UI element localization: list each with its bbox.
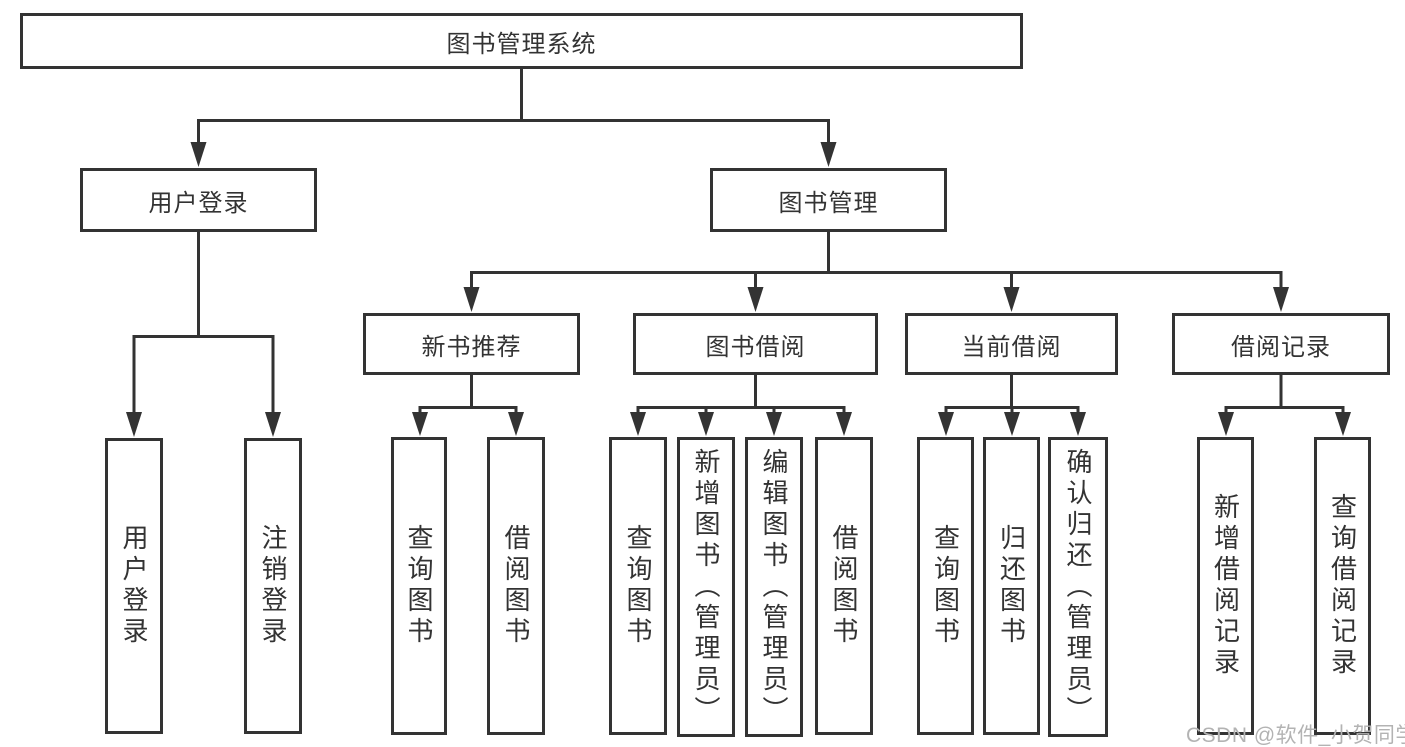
leaf-logout: 注销登录 (244, 438, 302, 734)
leaf-query-books-borrow: 查询图书 (609, 437, 667, 735)
node-new-book-recommend: 新书推荐 (363, 313, 580, 375)
leaf-borrow-books: 借阅图书 (815, 437, 873, 735)
leaf-edit-books-admin: 编辑图书（管理员） (745, 437, 803, 737)
node-book-borrow: 图书借阅 (633, 313, 878, 375)
leaf-borrow-books-recommend: 借阅图书 (487, 437, 545, 735)
leaf-query-borrow-record: 查询借阅记录 (1314, 437, 1371, 735)
node-root: 图书管理系统 (20, 13, 1023, 69)
leaf-add-books-admin: 新增图书（管理员） (677, 437, 735, 737)
leaf-query-books-recommend: 查询图书 (391, 437, 447, 735)
node-current-borrow: 当前借阅 (905, 313, 1118, 375)
node-user-login: 用户登录 (80, 168, 317, 232)
node-borrow-records: 借阅记录 (1172, 313, 1390, 375)
leaf-confirm-return-admin: 确认归还（管理员） (1048, 437, 1108, 737)
leaf-query-books-current: 查询图书 (917, 437, 974, 735)
watermark: CSDN @软件_小贺同学 (1186, 724, 1405, 747)
leaf-add-borrow-record: 新增借阅记录 (1197, 437, 1254, 735)
leaf-user-login: 用户登录 (105, 438, 163, 734)
leaf-return-books: 归还图书 (983, 437, 1040, 735)
node-book-management: 图书管理 (710, 168, 947, 232)
